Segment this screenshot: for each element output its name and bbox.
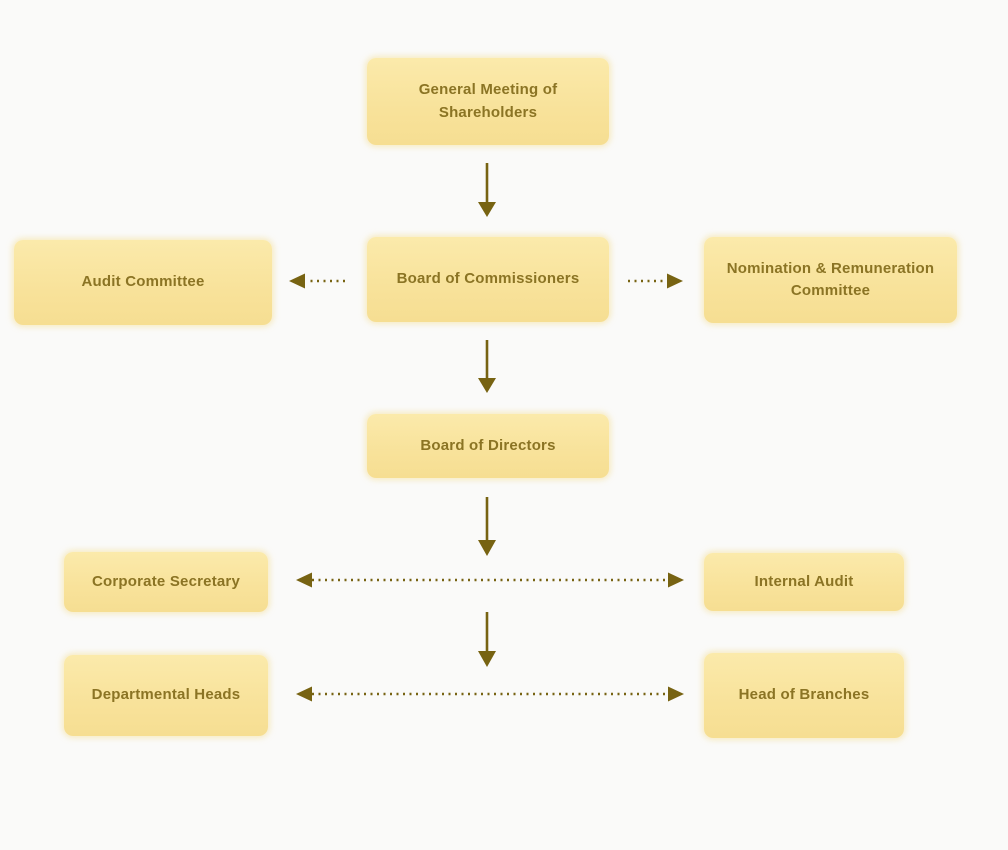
node-label: Audit Committee: [81, 273, 205, 291]
arrow-boc-to-bod-icon: [478, 340, 496, 393]
arrow-boc-to-nrc-icon: [628, 273, 683, 289]
node-corporate-secretary: Corporate Secretary: [64, 552, 268, 612]
arrow-bod-down-icon: [478, 497, 496, 556]
node-label: Internal Audit: [754, 572, 854, 590]
node-label: Board of Commissioners: [396, 270, 580, 288]
node-label: Departmental Heads: [91, 686, 241, 704]
node-general-meeting-of-shareholders: General Meeting of Shareholders: [367, 58, 609, 145]
arrow-boc-to-audit-committee-icon: [289, 273, 345, 289]
node-board-of-directors: Board of Directors: [367, 414, 609, 478]
node-label: Head of Branches: [738, 686, 870, 704]
node-board-of-commissioners: Board of Commissioners: [367, 237, 609, 322]
arrow-gms-to-boc-icon: [478, 163, 496, 217]
node-audit-committee: Audit Committee: [14, 240, 272, 325]
node-label: General Meeting of Shareholders: [418, 81, 558, 121]
node-label: Board of Directors: [420, 436, 556, 454]
node-label: Nomination & Remuneration Committee: [726, 259, 935, 300]
arrow-corporate-secretary-internal-audit-icon: [296, 572, 684, 588]
node-internal-audit: Internal Audit: [704, 553, 904, 611]
node-nomination-remuneration-committee: Nomination & Remuneration Committee: [704, 237, 957, 323]
arrow-level-down-icon: [478, 612, 496, 667]
node-departmental-heads: Departmental Heads: [64, 655, 268, 736]
node-label: Corporate Secretary: [91, 572, 241, 590]
node-head-of-branches: Head of Branches: [704, 653, 904, 738]
arrow-departmental-heads-head-of-branches-icon: [296, 686, 684, 702]
